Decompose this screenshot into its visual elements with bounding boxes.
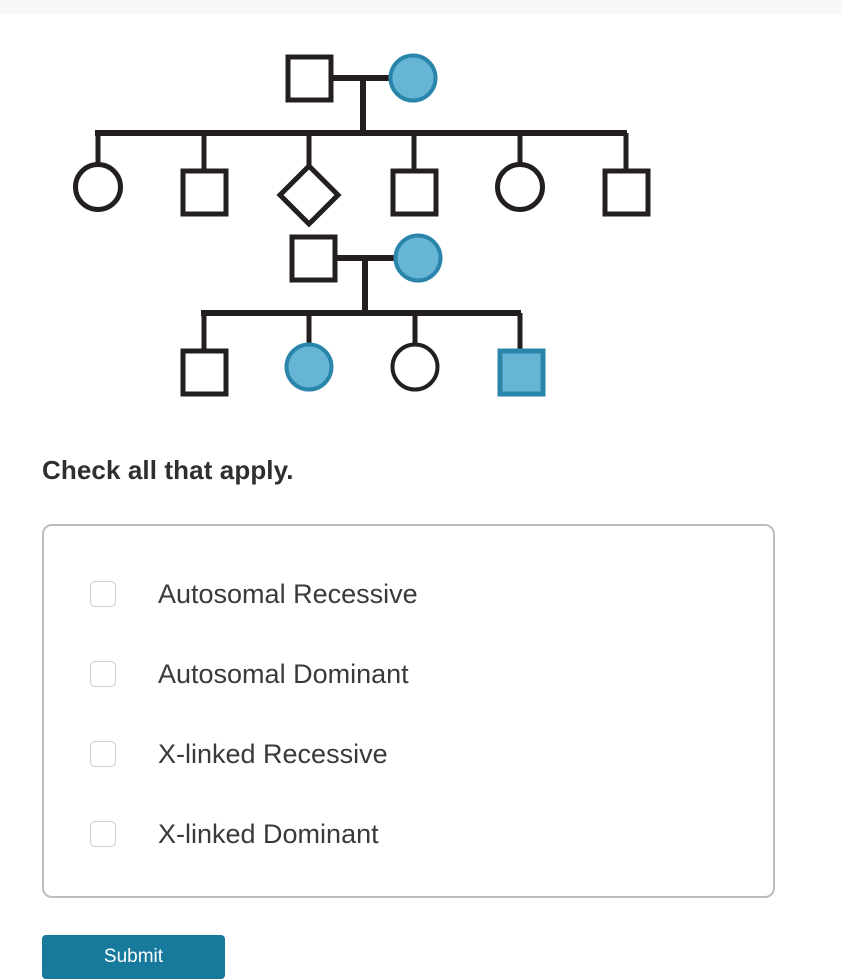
checkbox-autosomal-dominant[interactable] <box>90 661 116 687</box>
pedigree-connector-lines <box>95 75 629 351</box>
pedigree-symbol-III-2-female-affected <box>284 342 334 392</box>
option-row-autosomal-recessive[interactable]: Autosomal Recessive <box>90 577 418 611</box>
option-label-x-linked-recessive[interactable]: X-linked Recessive <box>158 738 388 769</box>
pedigree-symbol-III-4-male-affected <box>497 348 546 397</box>
generation-3-symbols <box>180 342 546 397</box>
pedigree-symbol-II-2-male-unaffected <box>180 168 229 217</box>
pedigree-symbol-II-3-unknown-unaffected <box>276 162 342 228</box>
pedigree-symbol-II-1-female-unaffected <box>73 162 123 212</box>
pedigree-symbol-I-2-female-affected <box>388 53 438 103</box>
pedigree-symbol-II-6-male-unaffected <box>602 168 651 217</box>
pedigree-symbol-III-1-male-unaffected <box>180 348 229 397</box>
pedigree-symbol-I-1-male-unaffected <box>285 54 334 103</box>
pedigree-symbol-II-4-male-unaffected <box>390 168 439 217</box>
pedigree-figure <box>0 14 842 424</box>
submit-button[interactable]: Submit <box>42 935 225 979</box>
top-gray-strip <box>0 0 842 14</box>
pedigree-diagram <box>73 53 651 397</box>
option-label-autosomal-recessive[interactable]: Autosomal Recessive <box>158 578 418 609</box>
option-label-x-linked-dominant[interactable]: X-linked Dominant <box>158 818 379 849</box>
option-row-x-linked-recessive[interactable]: X-linked Recessive <box>90 737 388 771</box>
pedigree-symbol-II-5-female-unaffected <box>495 162 545 212</box>
answer-choices-box: Autosomal Recessive Autosomal Dominant X… <box>42 524 775 898</box>
generation-2-couple-symbols <box>289 233 443 283</box>
option-row-autosomal-dominant[interactable]: Autosomal Dominant <box>90 657 409 691</box>
pedigree-symbol-II-8-female-affected <box>393 233 443 283</box>
pedigree-symbol-II-7-male-unaffected <box>289 234 338 283</box>
generation-1-symbols <box>285 53 438 103</box>
checkbox-autosomal-recessive[interactable] <box>90 581 116 607</box>
option-label-autosomal-dominant[interactable]: Autosomal Dominant <box>158 658 409 689</box>
option-row-x-linked-dominant[interactable]: X-linked Dominant <box>90 817 379 851</box>
question-prompt: Check all that apply. <box>42 455 294 485</box>
checkbox-x-linked-recessive[interactable] <box>90 741 116 767</box>
checkbox-x-linked-dominant[interactable] <box>90 821 116 847</box>
generation-2-symbols <box>73 162 651 228</box>
pedigree-symbol-III-3-female-unaffected <box>390 342 440 392</box>
